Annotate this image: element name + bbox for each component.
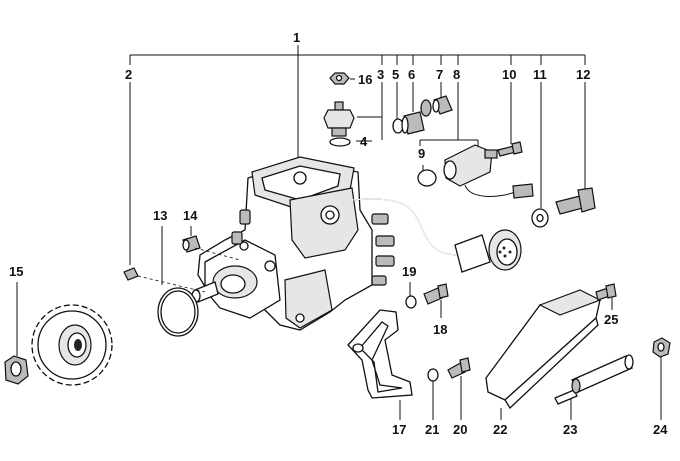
callout-labels: 1 2 3 5 6 7 8 10 11 12 16 4 9 13 14 15 1…	[9, 30, 668, 437]
callout-15[interactable]: 15	[9, 264, 23, 279]
callout-14[interactable]: 14	[183, 208, 198, 223]
fitting-6	[401, 111, 425, 135]
callout-7[interactable]: 7	[436, 67, 443, 82]
woodruff-key-2	[123, 267, 139, 281]
nut-8	[432, 95, 453, 115]
callout-23[interactable]: 23	[563, 422, 577, 437]
nut-24	[652, 337, 671, 358]
o-ring-13	[157, 287, 199, 337]
callout-21[interactable]: 21	[425, 422, 439, 437]
callout-5[interactable]: 5	[392, 67, 399, 82]
bracket-17	[347, 309, 413, 399]
callout-17[interactable]: 17	[392, 422, 406, 437]
callout-8[interactable]: 8	[453, 67, 460, 82]
dash-guide-14	[194, 247, 241, 261]
washer-19	[405, 295, 417, 309]
nut-14	[182, 235, 201, 253]
callout-3[interactable]: 3	[377, 67, 384, 82]
solenoid-valve	[443, 144, 534, 199]
sprocket-gear	[31, 304, 113, 386]
nut-16	[329, 72, 350, 85]
callout-2[interactable]: 2	[125, 67, 132, 82]
o-ring-4	[329, 137, 351, 147]
bolt-20	[447, 357, 471, 379]
bolt-10	[497, 141, 523, 157]
callout-4[interactable]: 4	[360, 134, 368, 149]
nut-15	[4, 355, 29, 385]
injection-pump	[191, 156, 522, 331]
callout-11[interactable]: 11	[533, 67, 547, 82]
callout-1[interactable]: 1	[293, 30, 300, 45]
bolt-18	[423, 283, 449, 305]
o-ring-9	[417, 169, 437, 187]
valve-3	[323, 101, 355, 137]
bolt-25	[595, 283, 617, 301]
callout-25[interactable]: 25	[604, 312, 618, 327]
seal-7	[420, 99, 432, 117]
callout-20[interactable]: 20	[453, 422, 467, 437]
callout-12[interactable]: 12	[576, 67, 590, 82]
callout-10[interactable]: 10	[502, 67, 516, 82]
callout-18[interactable]: 18	[433, 322, 447, 337]
callout-9[interactable]: 9	[418, 146, 425, 161]
stud-23	[554, 354, 634, 405]
washer-21	[427, 368, 439, 382]
callout-13[interactable]: 13	[153, 208, 167, 223]
bracket-22	[485, 289, 602, 410]
washer-11-hole	[536, 213, 544, 223]
callout-22[interactable]: 22	[493, 422, 507, 437]
callout-16[interactable]: 16	[358, 72, 372, 87]
bolt-12	[555, 187, 596, 215]
callout-6[interactable]: 6	[408, 67, 415, 82]
callout-24[interactable]: 24	[653, 422, 668, 437]
callout-19[interactable]: 19	[402, 264, 416, 279]
